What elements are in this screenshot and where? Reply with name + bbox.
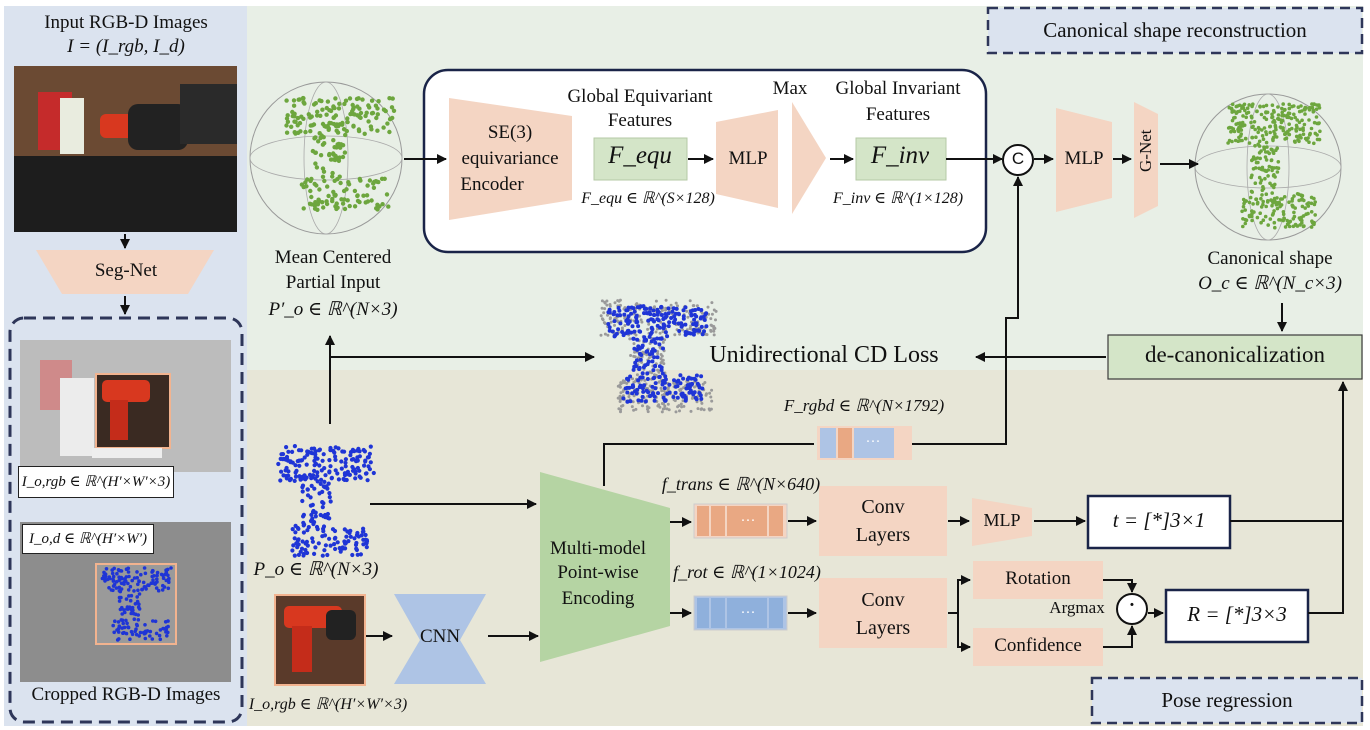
conv-trans-label-2: Layers (855, 524, 911, 546)
arrows (120, 154, 1348, 652)
concat-label: C (1011, 149, 1025, 168)
observed-points-formula: P_o ∈ ℝ^(N×3) (253, 559, 379, 580)
f-rgbd-label: F_rgbd ∈ ℝ^(N×1792) (783, 396, 945, 415)
mlp3-label: MLP (983, 510, 1021, 530)
conv-trans-label-1: Conv (861, 496, 905, 518)
confidence-box (973, 628, 1103, 666)
observed-point-cloud (276, 444, 376, 558)
translation-output-box (1086, 494, 1232, 550)
cropped-images-box (8, 316, 244, 724)
drill-battery (326, 610, 356, 640)
dot-product-symbol: · (1127, 590, 1137, 619)
canonical-caption: Canonical shape (1207, 248, 1333, 269)
f-rgbd-ellipsis: ··· (865, 432, 881, 449)
canonical-section-title: Canonical shape reconstruction (1043, 18, 1307, 42)
input-title: Input RGB-D Images (44, 12, 208, 33)
conv-layers-rot-box (819, 578, 947, 648)
f-rot-label: f_rot ∈ ℝ^(1×1024) (673, 562, 821, 582)
f-rot-ellipsis: ··· (740, 603, 756, 620)
mlp1-block (716, 110, 778, 208)
cropped-depth-label: I_o,d ∈ ℝ^(H′×W′) (22, 524, 154, 554)
invariant-title-1: Global Invariant (835, 78, 961, 99)
f-rgbd-strip (817, 426, 912, 460)
equivariant-title-1: Global Equivariant (567, 86, 713, 107)
cd-loss-label: Unidirectional CD Loss (709, 342, 939, 368)
cropped-rgb-label: I_o,rgb ∈ ℝ^(H′×W′×3) (18, 466, 174, 498)
f-trans-ellipsis: ··· (740, 511, 756, 528)
mlp2-block (1056, 108, 1112, 212)
f-rot-strip (693, 595, 788, 631)
depth-point-cloud (100, 566, 173, 642)
decanonicalization-box (1107, 334, 1363, 380)
canonical-formula: O_c ∈ ℝ^(N_c×3) (1198, 273, 1342, 294)
f-inv-label: F_inv (870, 142, 930, 169)
mlp2-label: MLP (1064, 148, 1104, 169)
gnet-label: G-Net (1136, 129, 1155, 172)
partial-input-caption-1: Mean Centered (274, 247, 392, 268)
max-pool-block (792, 102, 826, 214)
f-equ-label: F_equ (608, 142, 672, 169)
f-inv-box (855, 137, 947, 181)
mlp3-block (972, 498, 1032, 546)
input-formula: I = (I_rgb, I_d) (67, 36, 185, 57)
encoding-label-1: Multi-model (549, 538, 647, 559)
pose-section-box (1090, 676, 1364, 725)
encoding-label-2: Point-wise (557, 562, 639, 583)
encoder-label-1: SE(3) (487, 122, 533, 143)
conv-rot-label-1: Conv (861, 589, 905, 611)
se3-encoder-block (449, 98, 572, 220)
cnn-block (394, 594, 486, 684)
translation-output: t = [*]3×1 (1112, 508, 1206, 532)
loss-point-cloud (599, 298, 718, 414)
rotation-output: R = [*]3×3 (1187, 602, 1287, 626)
f-trans-strip (693, 503, 788, 539)
canonical-point-cloud (1226, 102, 1322, 230)
partial-point-cloud (284, 95, 397, 212)
crop-formula: I_o,rgb ∈ ℝ^(H′×W′×3) (248, 696, 408, 713)
seg-net-block (36, 250, 214, 294)
gnet-block (1134, 102, 1158, 218)
conv-rot-label-2: Layers (855, 617, 911, 639)
rotation-output-box (1164, 588, 1310, 644)
cropped-rgb-photo (20, 340, 231, 472)
invariant-title-2: Features (865, 104, 931, 125)
canonical-section-box (986, 6, 1364, 55)
f-trans-label: f_trans ∈ ℝ^(N×640) (661, 474, 821, 494)
encoding-label-3: Encoding (561, 588, 635, 609)
equivariant-title-2: Features (607, 110, 673, 131)
partial-input-formula: P′_o ∈ ℝ^(N×3) (268, 299, 398, 320)
input-rgb-photo (14, 66, 237, 232)
max-label: Max (772, 78, 808, 99)
f-equ-box (593, 137, 688, 181)
rotation-label: Rotation (1005, 568, 1071, 589)
multimodal-encoding-block (540, 472, 670, 662)
cropped-crop-thumbnail (274, 594, 366, 686)
mlp1-label: MLP (728, 148, 768, 169)
encoder-label-3: Encoder (460, 174, 524, 195)
decanonicalization-label: de-canonicalization (1144, 342, 1326, 367)
drill-handle (292, 626, 312, 672)
encoder-label-2: equivariance (461, 148, 559, 169)
argmax-label: Argmax (1049, 598, 1105, 617)
pose-section-title: Pose regression (1161, 688, 1293, 712)
f-equ-dim: F_equ ∈ ℝ^(S×128) (581, 190, 715, 207)
conv-layers-trans-box (819, 486, 947, 556)
concat-node (1002, 144, 1034, 176)
partial-input-caption-2: Partial Input (285, 272, 381, 293)
f-inv-dim: F_inv ∈ ℝ^(1×128) (832, 190, 964, 207)
seg-net-label: Seg-Net (94, 260, 158, 281)
cnn-label: CNN (419, 626, 461, 647)
confidence-label: Confidence (994, 635, 1082, 656)
rotation-box (973, 561, 1103, 599)
cropped-images-label: Cropped RGB-D Images (31, 684, 221, 705)
argmax-product-node (1116, 593, 1148, 625)
